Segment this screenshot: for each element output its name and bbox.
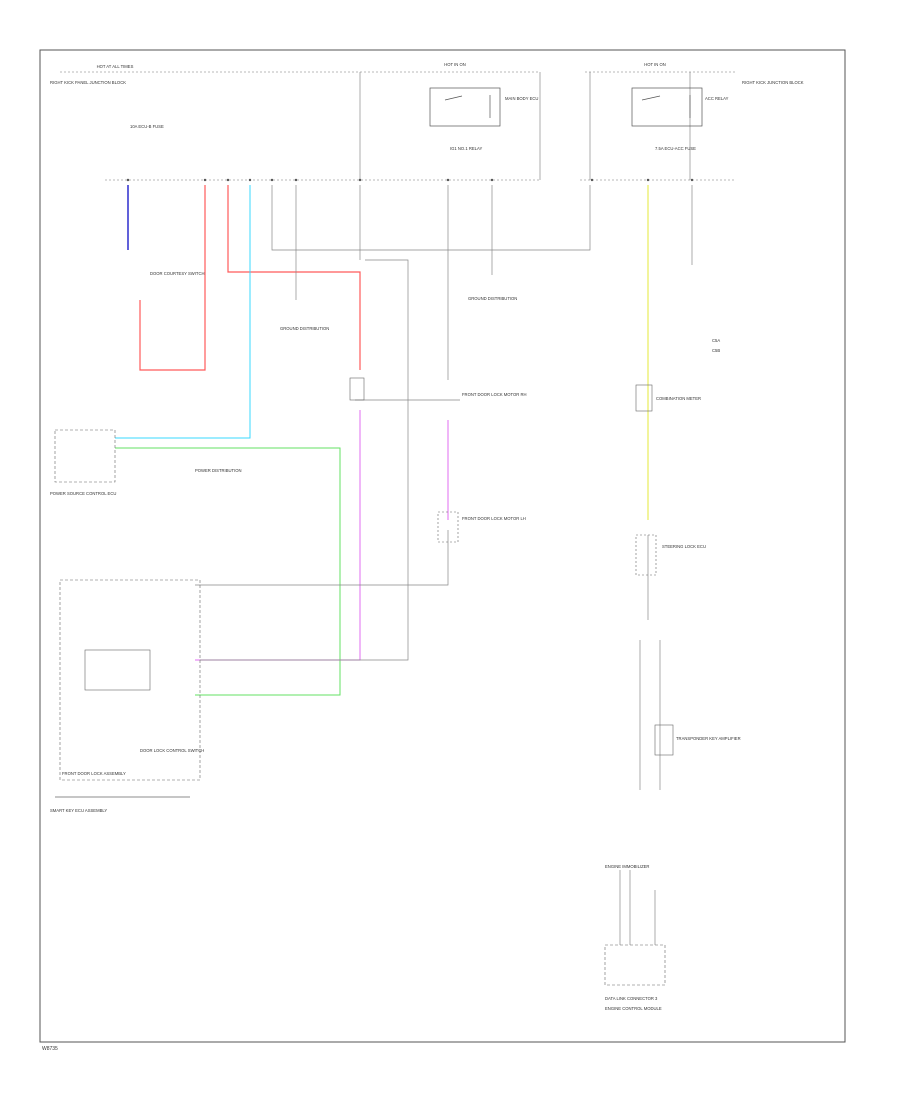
label-steering-ecu: STEERING LOCK ECU	[662, 544, 706, 549]
label-smart-key: SMART KEY ECU ASSEMBLY	[50, 808, 107, 813]
ig1-relay	[429, 87, 501, 127]
label-cluster: COMBINATION METER	[656, 396, 701, 401]
label-power-dist: POWER DISTRIBUTION	[195, 468, 242, 473]
label-door-lock-ctrl: DOOR LOCK CONTROL SWITCH	[140, 748, 204, 753]
label-hot-right: HOT IN ON	[644, 62, 666, 67]
label-grounds-a: GROUND DISTRIBUTION	[280, 326, 329, 331]
components	[54, 377, 674, 986]
rail-pins	[126, 178, 694, 182]
label-acc-relay: ACC RELAY	[705, 96, 729, 101]
wire-red-main	[227, 185, 361, 370]
label-legend-a: C5A	[712, 338, 720, 343]
label-grounds-b: GROUND DISTRIBUTION	[468, 296, 517, 301]
label-engine-ecu: ENGINE CONTROL MODULE	[605, 1006, 662, 1011]
label-hot-left: HOT AT ALL TIMES	[97, 64, 134, 69]
label-power-source: POWER SOURCE CONTROL ECU	[50, 491, 116, 496]
label-transponder: TRANSPONDER KEY AMPLIFIER	[676, 736, 741, 741]
wire-cyan	[115, 185, 251, 439]
label-fuse-left: 10A ECU-B FUSE	[130, 124, 164, 129]
diagram-frame	[39, 49, 846, 1043]
label-right-block: RIGHT KICK JUNCTION BLOCK	[742, 80, 804, 85]
label-front-door-lock-l: FRONT DOOR LOCK MOTOR LH	[462, 516, 526, 521]
wire-green	[115, 447, 341, 696]
gray-wires	[195, 185, 693, 945]
label-door-courtesy: DOOR COURTESY SWITCH	[150, 271, 205, 276]
power-rails	[60, 71, 735, 181]
acc-relay	[631, 87, 703, 127]
label-main-relay: MAIN BODY ECU	[505, 96, 538, 101]
label-hot-mid: HOT IN ON	[444, 62, 466, 67]
label-immobilizer: ENGINE IMMOBILIZER	[605, 864, 649, 869]
label-ig1-relay: IG1 NO.1 RELAY	[450, 146, 482, 151]
label-fuse-right: 7.5A ECU-ACC FUSE	[655, 146, 696, 151]
label-data-link: DATA LINK CONNECTOR 3	[605, 996, 658, 1001]
label-front-lock-switch: FRONT DOOR LOCK ASSEMBLY	[62, 771, 126, 776]
wire-red-left	[139, 185, 206, 371]
label-front-door-lock-r: FRONT DOOR LOCK MOTOR RH	[462, 392, 527, 397]
label-legend-b: C5B	[712, 348, 720, 353]
footer-code: W8735	[42, 1046, 58, 1052]
label-fuse-block: RIGHT KICK PANEL JUNCTION BLOCK	[50, 80, 126, 85]
